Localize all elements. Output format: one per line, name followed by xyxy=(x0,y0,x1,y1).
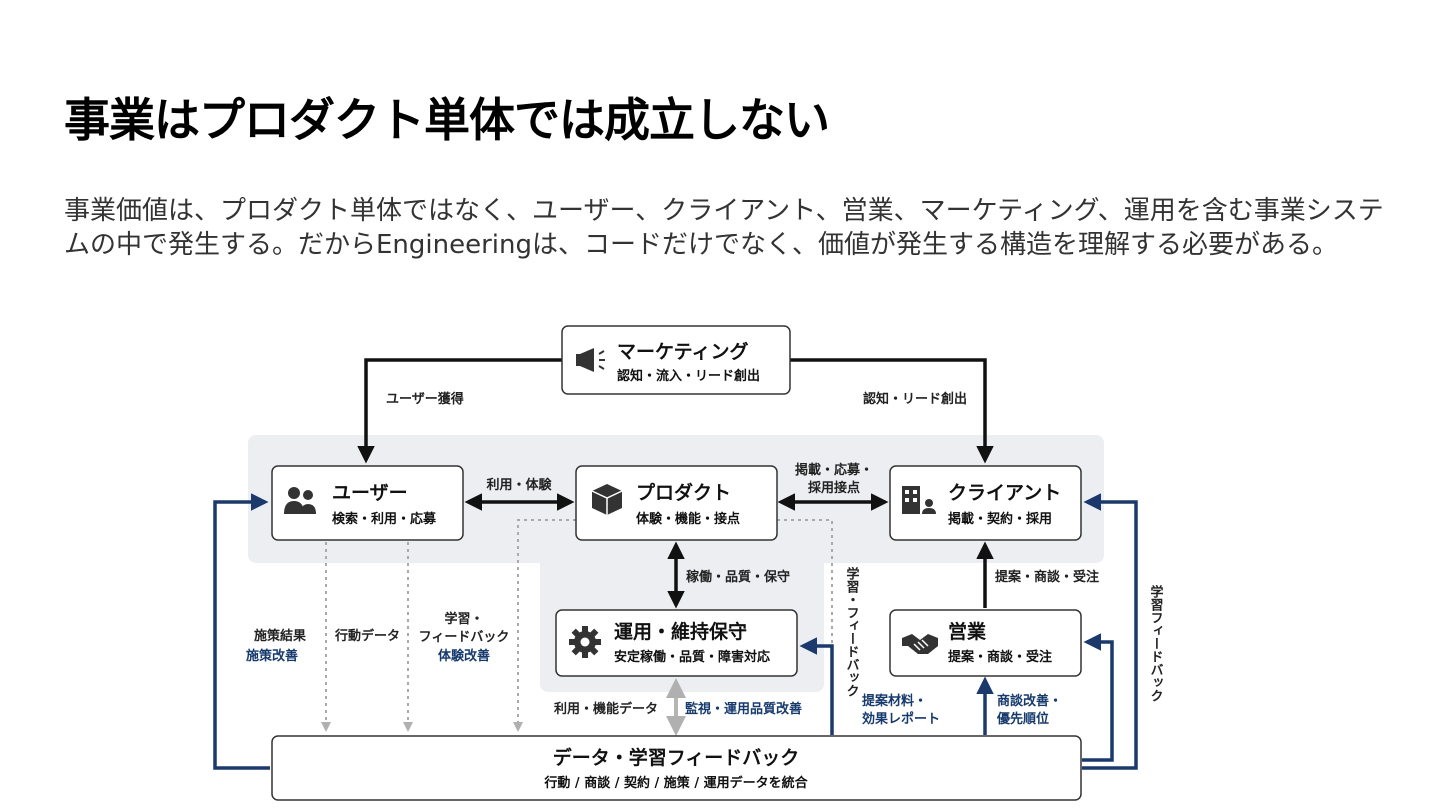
label-user-acquisition: ユーザー獲得 xyxy=(386,391,464,407)
node-data: データ・学習フィードバック 行動 / 商談 / 契約 / 施策 / 運用データを… xyxy=(271,735,1082,801)
label-behavior-data: 行動データ xyxy=(334,628,400,644)
client-sub: 掲載・契約・採用 xyxy=(948,511,1052,527)
building-icon xyxy=(902,486,936,514)
label-deal-improve-1: 商談改善・ xyxy=(997,693,1062,709)
marketing-title: マーケティング xyxy=(617,340,748,363)
marketing-sub: 認知・流入・リード創出 xyxy=(617,368,760,384)
navy-arrow-data-sales-right xyxy=(1082,633,1114,762)
node-sales: 営業 提案・商談・受注 xyxy=(889,609,1082,677)
product-title: プロダクト xyxy=(636,481,731,504)
label-proposal-deal: 提案・商談・受注 xyxy=(995,569,1099,585)
ops-title: 運用・維持保守 xyxy=(614,620,747,643)
dotted-arrow-3 xyxy=(513,519,576,732)
data-sub: 行動 / 商談 / 契約 / 施策 / 運用データを統合 xyxy=(543,775,808,791)
navy-arrow-data-client xyxy=(1082,493,1138,770)
handshake-icon xyxy=(902,634,938,654)
slide-description: 事業価値は、プロダクト単体ではなく、ユーザー、クライアント、営業、マーケティング… xyxy=(64,196,1384,260)
label-deal-improve-2: 優先順位 xyxy=(996,711,1049,727)
user-sub: 検索・利用・応募 xyxy=(332,511,437,527)
gear-icon xyxy=(569,626,601,658)
client-title: クライアント xyxy=(948,482,1061,504)
label-right-feedback-vertical: 学習フィードバック xyxy=(1148,584,1164,702)
slide-title: 事業はプロダクト単体では成立しない xyxy=(64,93,830,147)
label-experience-improve: 体験改善 xyxy=(438,648,490,664)
label-proposal-materials-2: 効果レポート xyxy=(862,711,940,727)
product-sub: 体験・機能・接点 xyxy=(636,511,740,527)
users-icon xyxy=(284,487,316,514)
arrow-marketing-user xyxy=(357,358,562,464)
label-measure-result: 施策結果 xyxy=(254,628,306,644)
node-user: ユーザー 検索・利用・応募 xyxy=(271,465,464,541)
label-posting-apply-1: 掲載・応募・ xyxy=(795,462,873,478)
label-learning-feedback-vertical: 学習・フィードバック xyxy=(844,566,860,697)
sales-title: 営業 xyxy=(948,620,987,643)
node-client: クライアント 掲載・契約・採用 xyxy=(889,465,1082,541)
label-learning-2: フィードバック xyxy=(419,630,510,645)
node-ops: 運用・維持保守 安定稼働・品質・障害対応 xyxy=(555,609,798,677)
label-usage-data: 利用・機能データ xyxy=(554,701,658,717)
node-product: プロダクト 体験・機能・接点 xyxy=(575,465,778,541)
megaphone-icon xyxy=(576,348,605,372)
label-use-experience: 利用・体験 xyxy=(486,477,552,493)
navy-arrow-data-user xyxy=(213,493,270,770)
label-posting-apply-2: 採用接点 xyxy=(808,480,860,496)
ops-sub: 安定稼働・品質・障害対応 xyxy=(614,649,770,665)
data-title: データ・学習フィードバック xyxy=(553,746,800,769)
box-icon xyxy=(591,484,623,515)
user-title: ユーザー xyxy=(332,482,408,504)
sales-sub: 提案・商談・受注 xyxy=(948,649,1052,665)
label-monitoring: 監視・運用品質改善 xyxy=(685,701,802,717)
label-operation-quality: 稼働・品質・保守 xyxy=(686,569,790,585)
arrow-marketing-client xyxy=(790,358,994,464)
label-awareness-lead: 認知・リード創出 xyxy=(863,391,967,407)
label-measure-improve: 施策改善 xyxy=(246,648,298,664)
label-learning-1: 学習・ xyxy=(444,611,483,627)
node-marketing: マーケティング 認知・流入・リード創出 xyxy=(561,325,791,395)
label-proposal-materials-1: 提案材料・ xyxy=(862,693,927,709)
navy-arrow-data-ops xyxy=(799,637,834,735)
